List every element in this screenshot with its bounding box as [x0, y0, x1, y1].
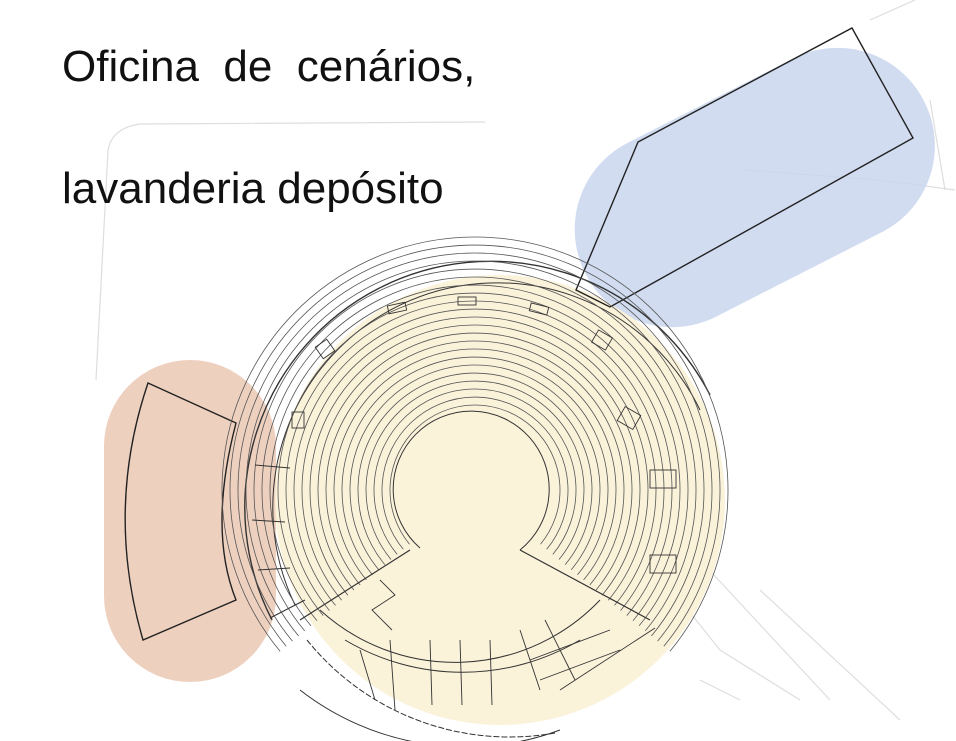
zone-highlight-yellow [275, 275, 725, 725]
theater-plan [221, 236, 729, 741]
seating-row [317, 332, 633, 591]
seating-row [365, 380, 585, 560]
seating-row [301, 316, 649, 601]
seating-row [349, 364, 601, 570]
seating-row [309, 324, 641, 596]
seating-row [245, 260, 705, 637]
seating-row [229, 244, 721, 647]
seating-row [381, 396, 569, 550]
zone-highlight-blue [574, 47, 935, 328]
seating-row [373, 388, 577, 555]
seating-row [357, 372, 593, 565]
seating-row [333, 348, 617, 581]
seating-row [269, 284, 681, 621]
title-line-2: lavanderia depósito [62, 164, 444, 213]
seating-row [237, 252, 713, 642]
seating-rows [221, 236, 729, 652]
laundry-building-outline [124, 382, 237, 641]
seating-row [261, 276, 689, 627]
seating-row [277, 292, 673, 616]
seating-row [341, 356, 609, 576]
seating-row [253, 268, 697, 632]
seating-row [285, 300, 665, 611]
seating-row [389, 404, 561, 545]
seating-row [221, 236, 729, 652]
seating-row [325, 340, 625, 586]
seating-row [293, 308, 657, 606]
workshop-building-outline [575, 27, 914, 308]
title-line-1: Oficina de cenários, [62, 42, 476, 91]
zone-highlight-orange [104, 360, 276, 682]
